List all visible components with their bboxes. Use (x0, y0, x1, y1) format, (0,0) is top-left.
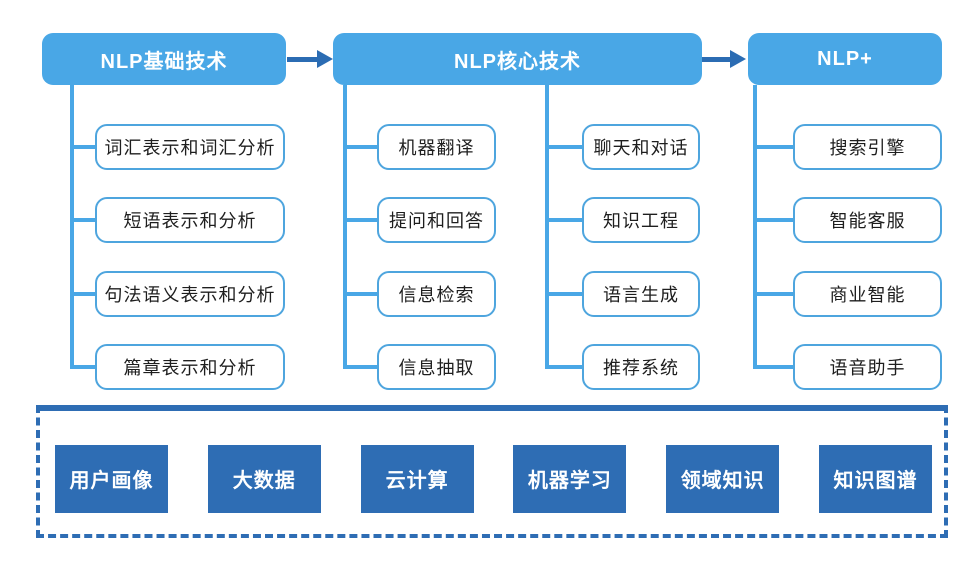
leaf-syntax-semantics: 句法语义表示和分析 (95, 271, 285, 317)
arrow-right-icon (317, 50, 333, 68)
arrow-shaft (287, 57, 318, 62)
foundation-box-cloud-computing: 云计算 (360, 444, 474, 513)
header-node-nlp-plus: NLP+ (748, 33, 942, 85)
leaf-recommender-system: 推荐系统 (582, 344, 700, 390)
tree-trunk-col2b (545, 85, 549, 367)
leaf-machine-translation: 机器翻译 (377, 124, 496, 170)
leaf-knowledge-engineering: 知识工程 (582, 197, 700, 243)
tree-branch-line (545, 292, 584, 296)
leaf-language-generation: 语言生成 (582, 271, 700, 317)
tree-branch-line (343, 145, 379, 149)
tree-trunk-col3 (753, 85, 757, 367)
foundation-box-knowledge-graph: 知识图谱 (818, 444, 932, 513)
tree-branch-line (70, 365, 97, 369)
arrow-shaft (702, 57, 731, 62)
tree-branch-line (753, 365, 795, 369)
arrow-right-icon (730, 50, 746, 68)
tree-branch-line (343, 218, 379, 222)
tree-trunk-col1 (70, 85, 74, 367)
foundation-box-domain-knowledge: 领域知识 (666, 444, 780, 513)
tree-branch-line (753, 218, 795, 222)
tree-branch-line (70, 292, 97, 296)
leaf-phrase-representation: 短语表示和分析 (95, 197, 285, 243)
tree-branch-line (70, 218, 97, 222)
leaf-question-answering: 提问和回答 (377, 197, 496, 243)
header-node-nlp-core: NLP核心技术 (333, 33, 702, 85)
leaf-lexical-representation: 词汇表示和词汇分析 (95, 124, 285, 170)
leaf-information-retrieval: 信息检索 (377, 271, 496, 317)
leaf-information-extraction: 信息抽取 (377, 344, 496, 390)
tree-branch-line (753, 145, 795, 149)
leaf-business-intelligence: 商业智能 (793, 271, 942, 317)
tree-branch-line (545, 218, 584, 222)
leaf-chat-dialogue: 聊天和对话 (582, 124, 700, 170)
leaf-discourse-analysis: 篇章表示和分析 (95, 344, 285, 390)
tree-branch-line (545, 145, 584, 149)
header-node-nlp-basic: NLP基础技术 (42, 33, 286, 85)
foundation-box-user-profile: 用户画像 (55, 444, 168, 513)
foundation-panel: 用户画像 大数据 云计算 机器学习 领域知识 知识图谱 (36, 405, 948, 538)
tree-branch-line (753, 292, 795, 296)
leaf-search-engine: 搜索引擎 (793, 124, 942, 170)
leaf-voice-assistant: 语音助手 (793, 344, 942, 390)
foundation-box-big-data: 大数据 (207, 444, 321, 513)
tree-branch-line (343, 365, 379, 369)
tree-branch-line (70, 145, 97, 149)
foundation-box-machine-learning: 机器学习 (513, 444, 627, 513)
tree-trunk-col2a (343, 85, 347, 367)
tree-branch-line (545, 365, 584, 369)
leaf-intelligent-customer-service: 智能客服 (793, 197, 942, 243)
tree-branch-line (343, 292, 379, 296)
